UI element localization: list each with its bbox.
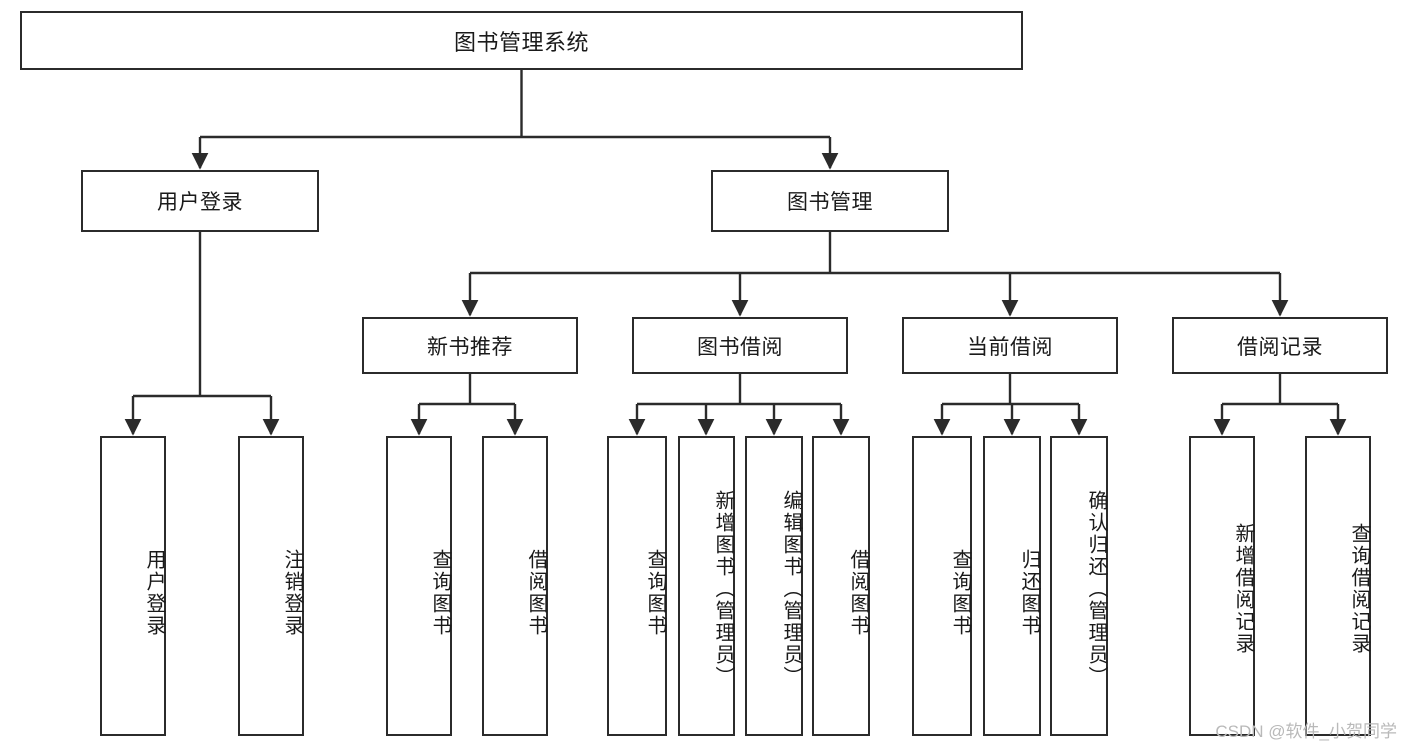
node-leaf-edit-book-label: 编辑图书（管理员） — [780, 490, 802, 688]
node-leaf-query-book-rec-label: 查询图书 — [429, 549, 451, 637]
node-root[interactable]: 图书管理系统 — [20, 11, 1023, 70]
node-user-login[interactable]: 用户登录 — [81, 170, 319, 232]
node-leaf-query-record-label: 查询借阅记录 — [1348, 523, 1370, 655]
node-current-borrow-label: 当前借阅 — [967, 335, 1053, 359]
node-leaf-add-record[interactable]: 新增借阅记录 — [1189, 436, 1255, 736]
node-leaf-add-book[interactable]: 新增图书（管理员） — [678, 436, 735, 736]
node-leaf-query-book-borrow[interactable]: 查询图书 — [607, 436, 667, 736]
node-user-login-label: 用户登录 — [157, 191, 243, 214]
node-current-borrow[interactable]: 当前借阅 — [902, 317, 1118, 374]
node-borrow-record-label: 借阅记录 — [1237, 335, 1323, 359]
node-root-label: 图书管理系统 — [453, 29, 589, 55]
node-leaf-logout-label: 注销登录 — [281, 549, 303, 637]
node-new-book-rec[interactable]: 新书推荐 — [362, 317, 578, 374]
node-leaf-query-book-rec[interactable]: 查询图书 — [386, 436, 452, 736]
node-leaf-borrow-book-rec[interactable]: 借阅图书 — [482, 436, 548, 736]
node-leaf-query-book-borrow-label: 查询图书 — [644, 549, 666, 637]
node-leaf-borrow-book-rec-label: 借阅图书 — [525, 549, 547, 637]
node-leaf-query-record[interactable]: 查询借阅记录 — [1305, 436, 1371, 736]
node-leaf-return-book-label: 归还图书 — [1018, 549, 1040, 637]
csdn-watermark: CSDN @软件_小贺同学 — [1215, 722, 1397, 741]
node-leaf-add-record-label: 新增借阅记录 — [1232, 523, 1254, 655]
node-leaf-logout[interactable]: 注销登录 — [238, 436, 304, 736]
node-leaf-user-login-label: 用户登录 — [143, 549, 165, 637]
node-leaf-confirm-return-label: 确认归还（管理员） — [1085, 490, 1107, 688]
node-leaf-edit-book[interactable]: 编辑图书（管理员） — [745, 436, 803, 736]
node-new-book-rec-label: 新书推荐 — [427, 335, 513, 359]
node-leaf-query-book-current[interactable]: 查询图书 — [912, 436, 972, 736]
node-leaf-add-book-label: 新增图书（管理员） — [712, 490, 734, 688]
node-leaf-return-book[interactable]: 归还图书 — [983, 436, 1041, 736]
node-leaf-query-book-current-label: 查询图书 — [949, 549, 971, 637]
node-book-manage-label: 图书管理 — [787, 191, 873, 214]
node-leaf-borrow-book[interactable]: 借阅图书 — [812, 436, 870, 736]
node-leaf-borrow-book-label: 借阅图书 — [847, 549, 869, 637]
node-book-manage[interactable]: 图书管理 — [711, 170, 949, 232]
node-borrow-record[interactable]: 借阅记录 — [1172, 317, 1388, 374]
node-leaf-confirm-return[interactable]: 确认归还（管理员） — [1050, 436, 1108, 736]
node-book-borrow[interactable]: 图书借阅 — [632, 317, 848, 374]
node-book-borrow-label: 图书借阅 — [697, 335, 783, 359]
node-leaf-user-login[interactable]: 用户登录 — [100, 436, 166, 736]
